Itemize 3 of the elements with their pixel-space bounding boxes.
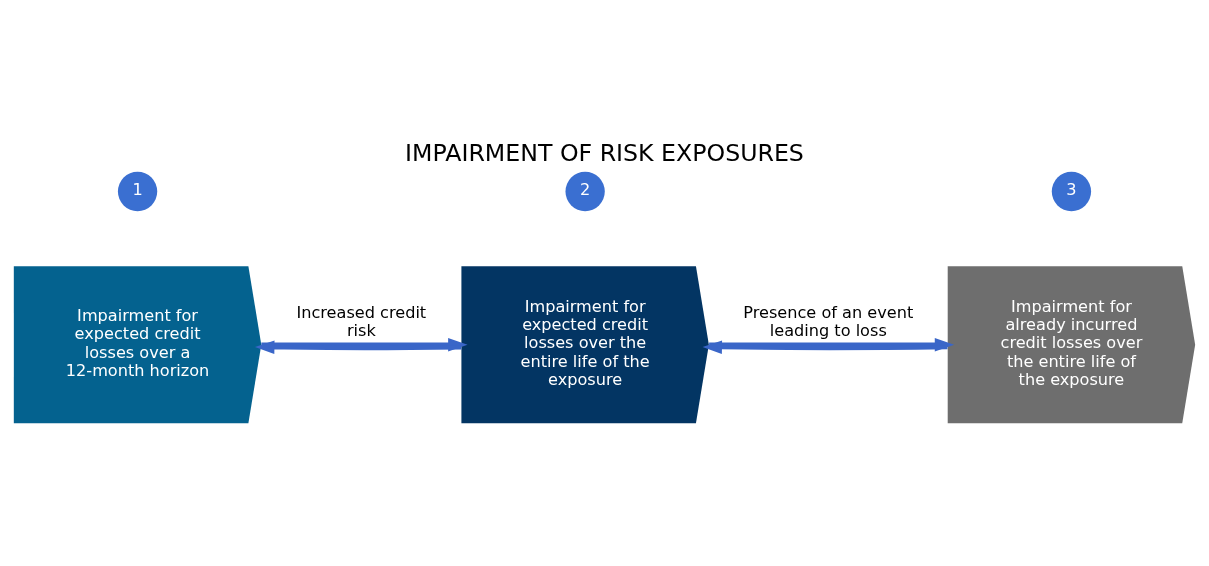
diagram-title: IMPAIRMENT OF RISK EXPOSURES (405, 138, 804, 167)
edge-label: Increased credit risk (296, 302, 427, 340)
edge-label: Presence of an event leading to loss (743, 302, 914, 340)
